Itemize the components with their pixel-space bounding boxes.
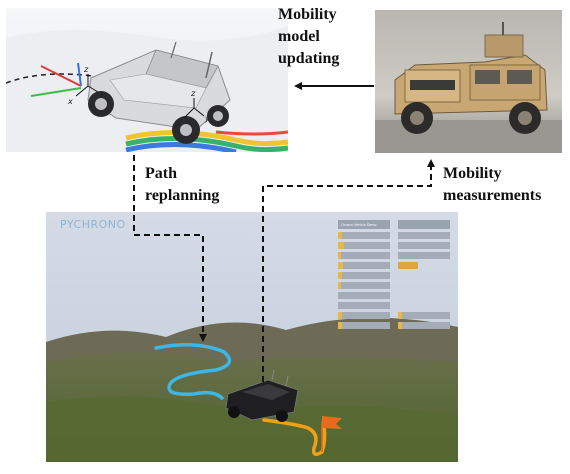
axis-label-x: x <box>67 97 73 106</box>
axis-label-y: y <box>99 89 105 98</box>
simulation-scene: PYCHRONO Chrono::Vehicle Demo <box>46 212 458 462</box>
y-axis-arrow <box>30 87 82 97</box>
vehicle-model <box>87 41 231 144</box>
label-line: model <box>278 28 320 45</box>
label-line: replanning <box>145 187 220 204</box>
trajectory-ribbon <box>125 129 288 147</box>
humvee <box>394 22 548 134</box>
mobility-measurements-label: Mobility measurements <box>443 163 541 207</box>
path-replanning-label: Path replanning <box>145 163 219 207</box>
goal-flag <box>321 416 342 452</box>
replanned-path <box>262 418 327 456</box>
axis-label-x: x <box>175 119 181 128</box>
mobility-model-illustration: z y x z y x <box>6 8 288 152</box>
trajectory-ribbon <box>125 135 288 152</box>
pychrono-logo: PYCHRONO <box>60 218 126 231</box>
simulation-panel: PYCHRONO Chrono::Vehicle Demo <box>46 212 458 462</box>
axis-label-z: z <box>190 89 196 98</box>
mobility-model-updating-label: Mobility model updating <box>278 4 339 70</box>
label-line: Mobility <box>278 6 337 23</box>
mobility-model-panel: z y x z y x <box>6 8 288 152</box>
axis-label-y: y <box>204 114 210 123</box>
label-line: Path <box>145 165 177 182</box>
vehicle-photo <box>375 10 562 153</box>
planned-path <box>154 343 232 400</box>
label-line: updating <box>278 50 340 67</box>
hud-title: Chrono::Vehicle Demo <box>341 223 376 227</box>
x-axis-arrow <box>40 65 82 87</box>
axis-label-z: z <box>83 65 89 74</box>
label-line: measurements <box>443 187 542 204</box>
dashed-trajectory <box>6 73 107 84</box>
trajectory-ribbon <box>125 141 237 152</box>
vehicle-photo-panel <box>375 10 562 153</box>
label-line: Mobility <box>443 165 502 182</box>
z-axis-arrow <box>77 62 82 87</box>
trajectory-ribbon <box>215 130 288 136</box>
